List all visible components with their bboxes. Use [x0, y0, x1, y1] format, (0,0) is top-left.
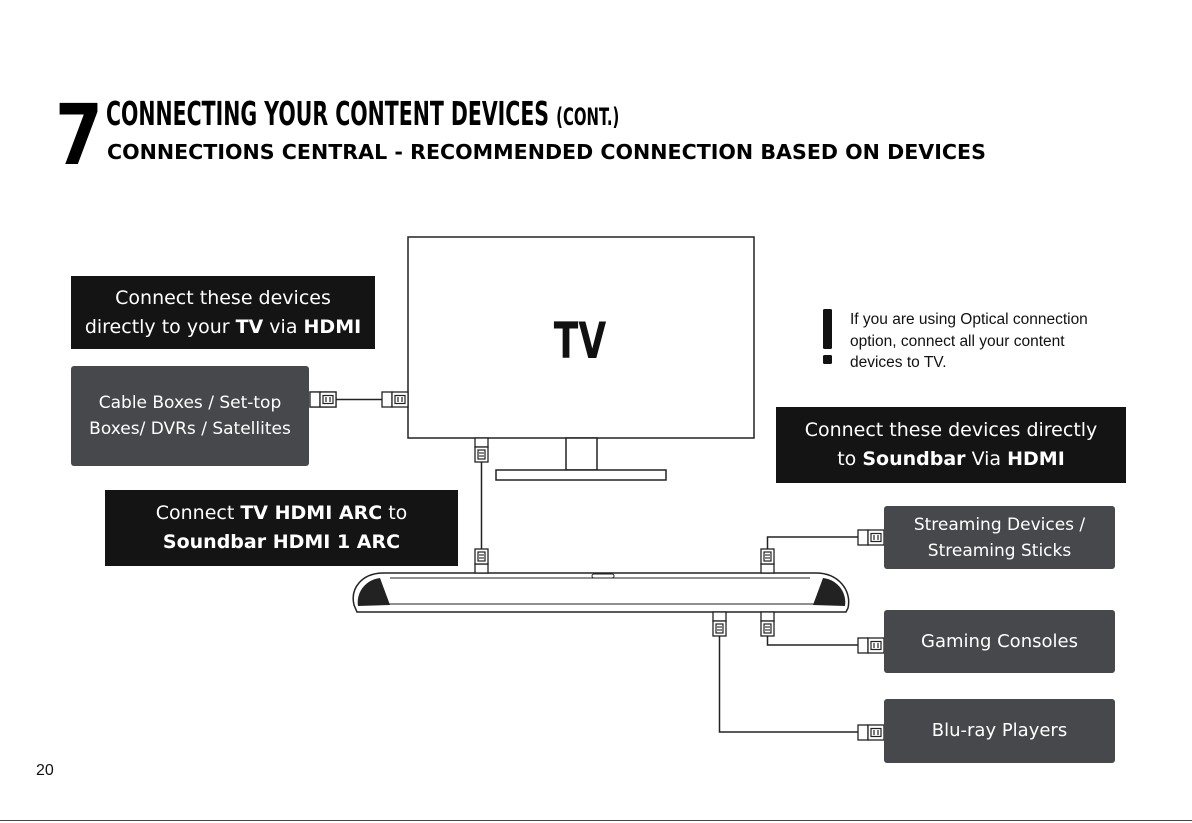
gaming-link-hdmi [760, 611, 885, 654]
tv-stand-neck [565, 437, 598, 471]
label-line: Connect these devices [115, 286, 331, 309]
footer-divider [0, 820, 1192, 821]
bluray-link-hdmi [712, 611, 885, 741]
gaming-consoles-device: Gaming Consoles [884, 610, 1115, 673]
tv-illustration: TV [407, 236, 755, 481]
note-line: If you are using Optical connection [850, 311, 1088, 328]
label-line: Cable Boxes / Set-top [98, 393, 282, 413]
tv-label: TV [554, 313, 607, 370]
streaming-devices-device: Streaming Devices / Streaming Sticks [884, 506, 1115, 569]
cable-boxes-device: Cable Boxes / Set-top Boxes/ DVRs / Sate… [71, 366, 309, 466]
soundbar-illustration [352, 572, 850, 613]
cable-link-hdmi [309, 391, 409, 408]
tv-screen [407, 236, 755, 439]
note-line: devices to TV. [850, 354, 947, 371]
title-main: CONNECTING YOUR CONTENT DEVICES [106, 94, 550, 133]
label-line: Gaming Consoles [921, 630, 1078, 652]
arc-connection-label: Connect TV HDMI ARC to Soundbar HDMI 1 A… [105, 490, 458, 566]
page-number: 20 [36, 762, 54, 779]
connect-to-tv-label: Connect these devices directly to your T… [71, 276, 375, 349]
label-line: to Soundbar Via HDMI [837, 448, 1065, 470]
label-line: Connect TV HDMI ARC to [155, 502, 408, 524]
streaming-link-hdmi [760, 529, 885, 574]
label-line: Streaming Sticks [927, 540, 1072, 561]
tv-stand-base [495, 469, 667, 481]
label-line: Soundbar HDMI 1 ARC [162, 531, 401, 553]
note-line: option, connect all your content [850, 332, 1065, 350]
optical-note: If you are using Optical connection opti… [850, 309, 1150, 374]
label-line: Blu-ray Players [931, 720, 1068, 741]
connect-to-soundbar-label: Connect these devices directly to Soundb… [776, 407, 1126, 483]
bluray-players-device: Blu-ray Players [884, 699, 1115, 763]
page-title: CONNECTING YOUR CONTENT DEVICES (CONT.) [106, 94, 619, 137]
exclamation-icon [823, 309, 832, 364]
arc-link-hdmi [474, 437, 489, 574]
label-line: Streaming Devices / [913, 514, 1086, 535]
title-suffix: (CONT.) [556, 103, 620, 131]
label-line: directly to your TV via HDMI [84, 315, 362, 338]
page-subtitle: CONNECTIONS CENTRAL - RECOMMENDED CONNEC… [107, 140, 986, 164]
step-number: 7 [55, 86, 103, 184]
label-line: Connect these devices directly [804, 419, 1098, 441]
label-line: Boxes/ DVRs / Satellites [89, 419, 291, 439]
